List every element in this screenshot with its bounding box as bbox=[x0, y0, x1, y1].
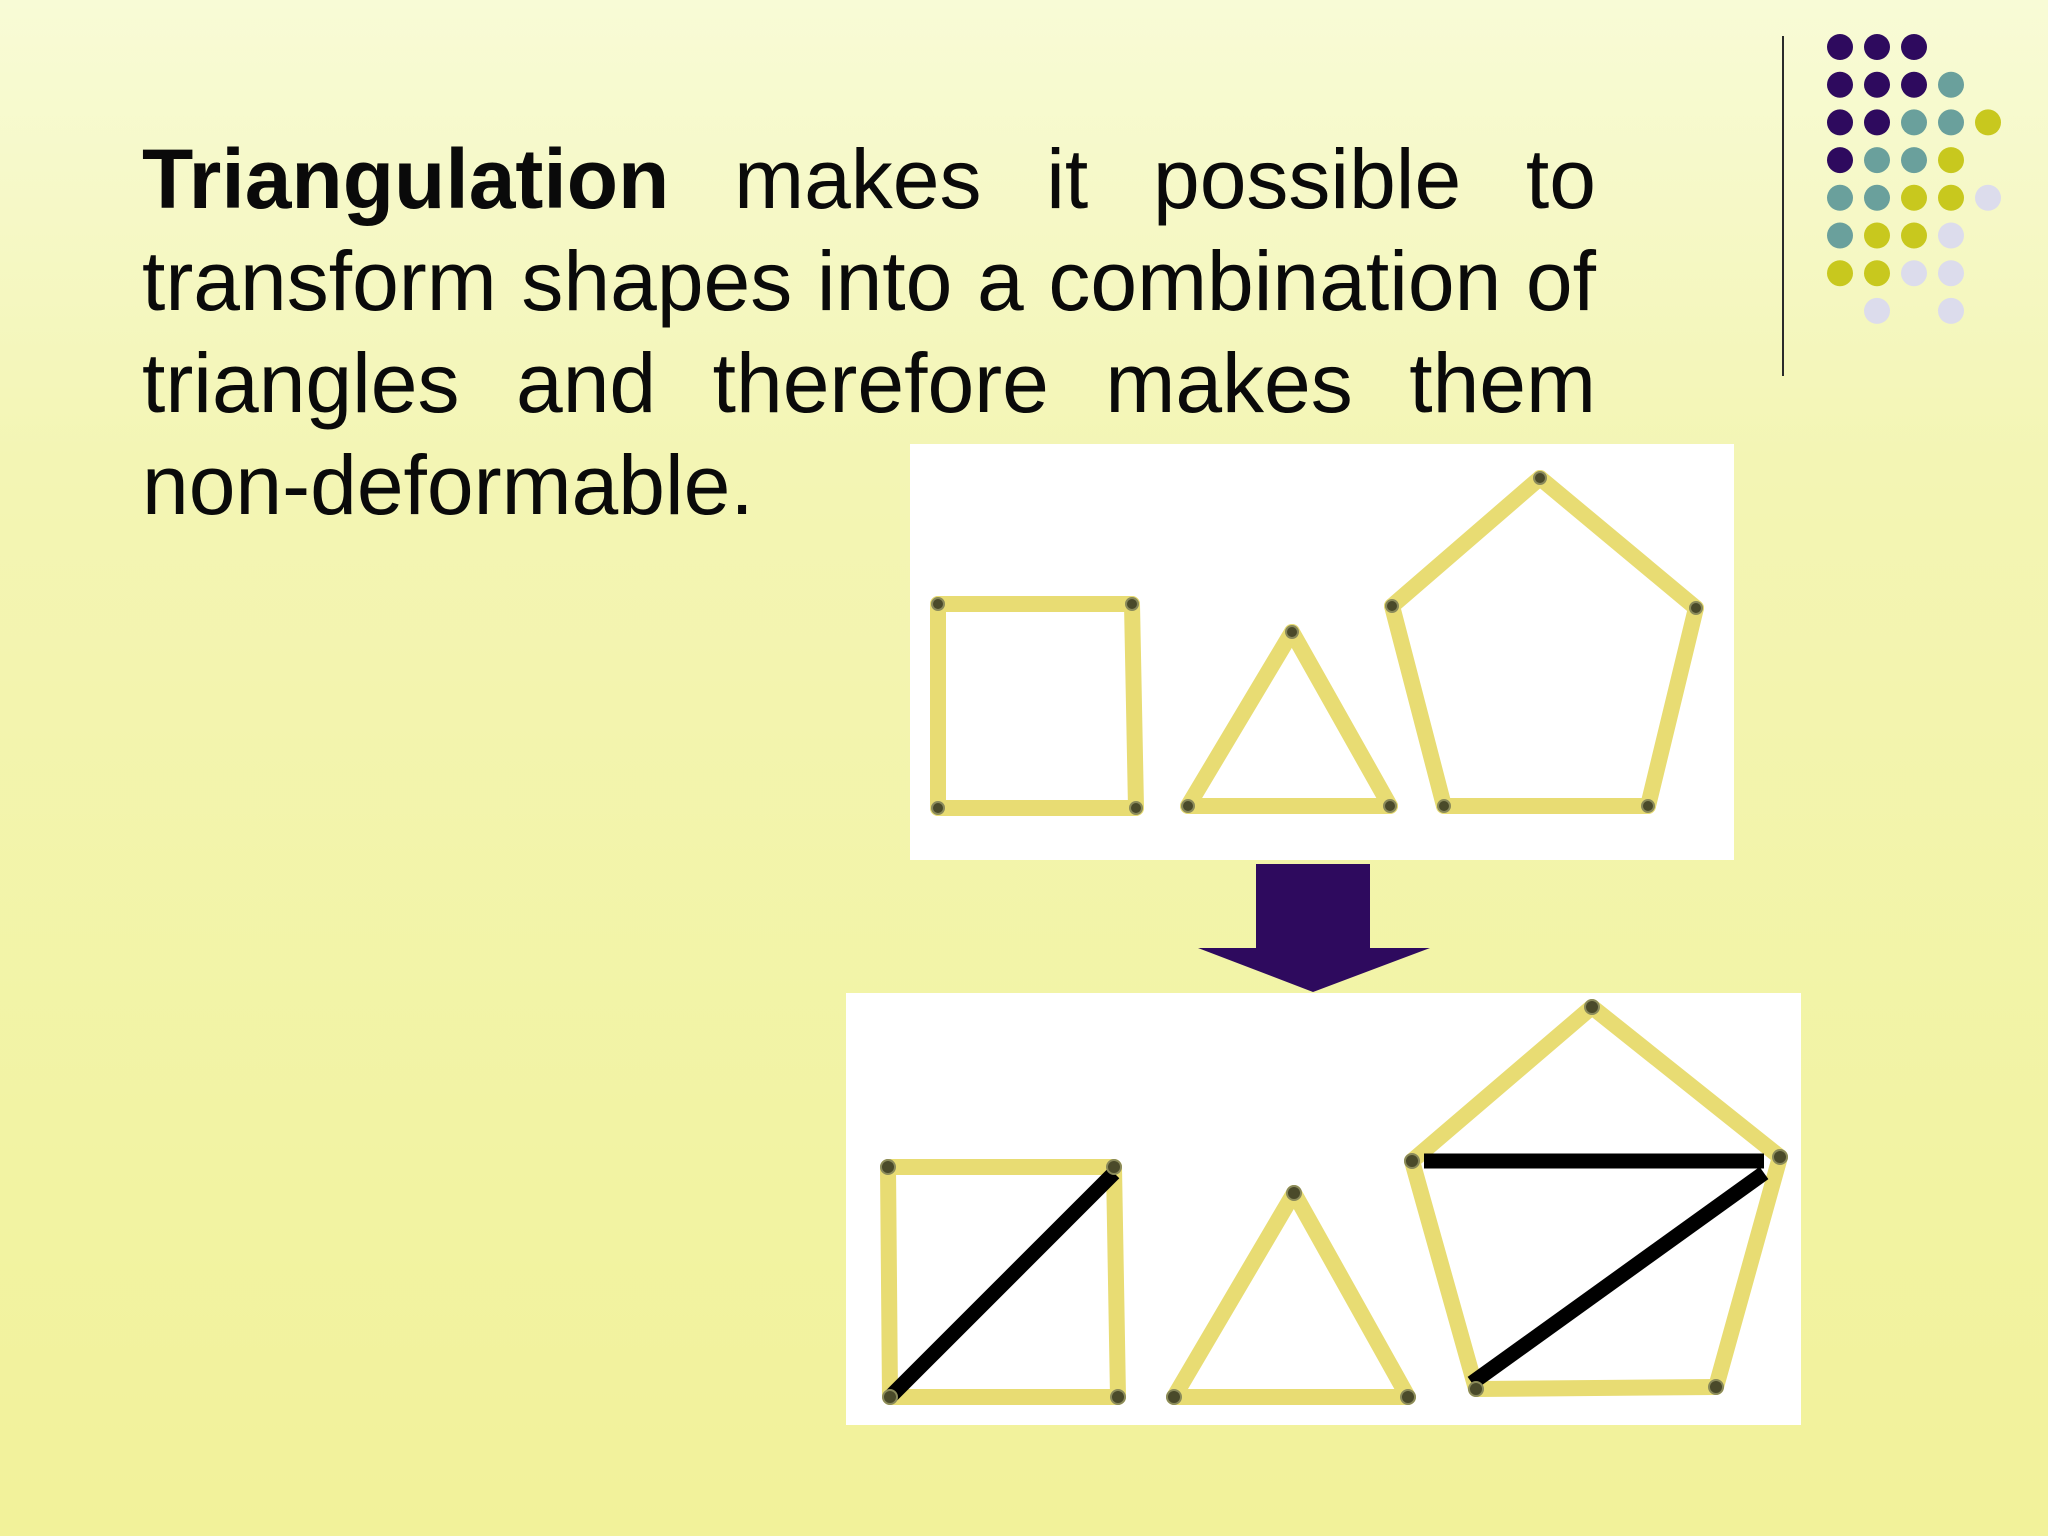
pivot-nail bbox=[1708, 1379, 1724, 1395]
pivot-nail bbox=[1385, 599, 1399, 613]
decorative-dot bbox=[1938, 109, 1964, 136]
wooden-stick bbox=[1404, 1153, 1484, 1397]
decorative-dot bbox=[1827, 34, 1853, 60]
triangle-frame-after bbox=[1166, 1185, 1416, 1405]
decorative-dot bbox=[1938, 147, 1964, 174]
shapes-before-illustration bbox=[930, 470, 1704, 816]
wooden-stick bbox=[880, 1159, 898, 1405]
decorative-dot bbox=[1827, 147, 1853, 174]
wooden-stick bbox=[1124, 596, 1144, 816]
decorative-dot bbox=[1975, 109, 2001, 136]
wooden-stick bbox=[1384, 598, 1452, 814]
decorative-dot-grid bbox=[1827, 34, 2001, 324]
pivot-nail bbox=[1584, 999, 1600, 1015]
pivot-nail bbox=[931, 597, 945, 611]
decorative-dot bbox=[1864, 184, 1890, 211]
decorative-dot bbox=[1827, 260, 1853, 287]
wooden-stick bbox=[1166, 1185, 1302, 1405]
decorative-dot bbox=[1864, 71, 1890, 98]
wooden-stick bbox=[1384, 470, 1548, 614]
wooden-stick bbox=[1468, 1379, 1724, 1397]
wooden-stick bbox=[1180, 624, 1300, 814]
body-text-rest: makes it possible to transform shapes in… bbox=[142, 132, 1596, 532]
pivot-nail bbox=[1285, 625, 1299, 639]
square-frame bbox=[930, 596, 1144, 816]
decorative-dot bbox=[1938, 222, 1964, 249]
pivot-nail bbox=[880, 1159, 896, 1175]
decorative-dot bbox=[1938, 260, 1964, 287]
square-diagonal-brace bbox=[884, 1167, 1120, 1403]
wooden-stick bbox=[1532, 470, 1704, 616]
decorative-dot bbox=[1864, 222, 1890, 249]
pivot-nail bbox=[1437, 799, 1451, 813]
wooden-stick bbox=[1106, 1159, 1126, 1405]
pivot-nail bbox=[1166, 1389, 1182, 1405]
square-frame-braced bbox=[880, 1159, 1126, 1405]
decorative-divider-line bbox=[1782, 36, 1784, 376]
decorative-dot bbox=[1975, 184, 2001, 211]
pivot-nail bbox=[1468, 1381, 1484, 1397]
wooden-stick bbox=[1708, 1149, 1788, 1395]
down-arrow-icon bbox=[1198, 864, 1430, 992]
decorative-dot bbox=[1938, 71, 1964, 98]
photo-shapes-before bbox=[910, 444, 1734, 860]
pivot-nail bbox=[1125, 597, 1139, 611]
decorative-dot bbox=[1901, 71, 1927, 98]
decorative-dot bbox=[1864, 147, 1890, 174]
pivot-nail bbox=[1400, 1389, 1416, 1405]
decorative-dot bbox=[1901, 184, 1927, 211]
pentagon-diagonal-brace bbox=[1467, 1166, 1769, 1390]
decorative-dot bbox=[1827, 109, 1853, 136]
pivot-nail bbox=[1110, 1389, 1126, 1405]
body-text: Triangulation makes it possible to trans… bbox=[142, 128, 1596, 536]
wooden-stick bbox=[1284, 624, 1398, 814]
decorative-dot bbox=[1864, 34, 1890, 60]
wooden-stick bbox=[1640, 600, 1704, 814]
decorative-dot bbox=[1938, 184, 1964, 211]
term-triangulation: Triangulation bbox=[142, 132, 670, 226]
pivot-nail bbox=[1286, 1185, 1302, 1201]
pivot-nail bbox=[1533, 471, 1547, 485]
decorative-dot bbox=[1864, 297, 1890, 324]
decorative-dot bbox=[1901, 260, 1927, 287]
decorative-dot bbox=[1827, 222, 1853, 249]
wooden-stick bbox=[1584, 999, 1788, 1165]
decorative-dot bbox=[1901, 222, 1927, 249]
shapes-after-illustration bbox=[880, 999, 1788, 1405]
photo-shapes-after bbox=[846, 993, 1801, 1425]
decorative-dot bbox=[1901, 109, 1927, 136]
pivot-nail bbox=[1106, 1159, 1122, 1175]
pivot-nail bbox=[1404, 1153, 1420, 1169]
decorative-dot bbox=[1938, 297, 1964, 324]
decorative-dot bbox=[1864, 260, 1890, 287]
pivot-nail bbox=[1383, 799, 1397, 813]
pentagon-frame-braced bbox=[1404, 999, 1788, 1397]
pivot-nail bbox=[1129, 801, 1143, 815]
pentagon-frame bbox=[1384, 470, 1704, 814]
triangle-frame bbox=[1180, 624, 1398, 814]
pivot-nail bbox=[1772, 1149, 1788, 1165]
pivot-nail bbox=[931, 801, 945, 815]
decorative-dot bbox=[1901, 147, 1927, 174]
decorative-dot bbox=[1827, 71, 1853, 98]
wooden-stick bbox=[1286, 1185, 1416, 1405]
pivot-nail bbox=[882, 1389, 898, 1405]
wooden-stick bbox=[1404, 999, 1600, 1169]
pivot-nail bbox=[1181, 799, 1195, 813]
decorative-dot bbox=[1827, 184, 1853, 211]
pivot-nail bbox=[1641, 799, 1655, 813]
decorative-dot bbox=[1864, 109, 1890, 136]
decorative-dot bbox=[1901, 34, 1927, 60]
pivot-nail bbox=[1689, 601, 1703, 615]
